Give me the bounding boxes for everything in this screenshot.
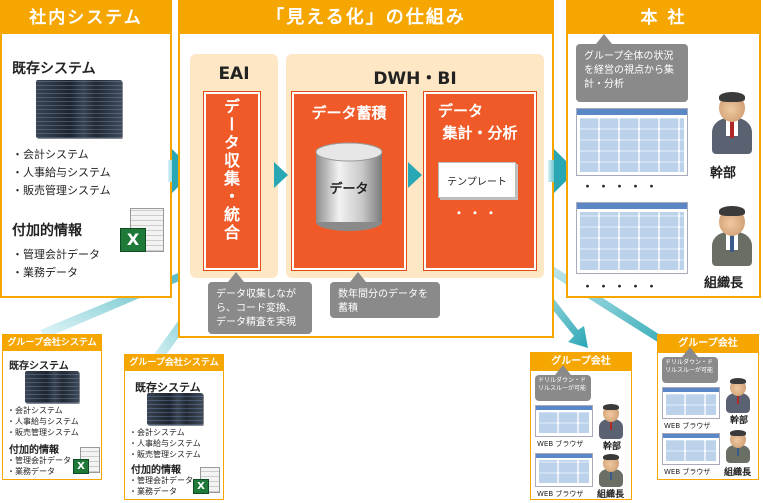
- server-icon: [36, 80, 122, 138]
- monitor-icon: [662, 433, 720, 465]
- mechanism-header: 「見える化」の仕組み: [180, 2, 552, 34]
- hq-dots-top: ・・・・・: [582, 178, 662, 194]
- excel-icon: X: [193, 467, 221, 497]
- list-item: 会計システム: [12, 146, 111, 164]
- monitor-icon: [535, 453, 593, 487]
- list-item: 会計システム: [7, 405, 79, 416]
- person-icon: [722, 427, 754, 463]
- browser-label: WEB ブラウザ: [537, 439, 583, 449]
- group-company-panel-2: グループ会社 ドリルダウン・ドリルスルーが可能 WEB ブラウザ WEB ブラウ…: [657, 334, 759, 480]
- group-company-header: グループ会社: [531, 353, 631, 371]
- list-item: 管理会計データ: [12, 246, 100, 264]
- list-item: 管理会計データ: [129, 475, 193, 486]
- drilldown-note: ドリルダウン・ドリルスルーが可能: [662, 357, 718, 383]
- monitor-icon: [535, 405, 593, 437]
- legacy-system-list: 会計システム 人事給与システム 販売管理システム: [129, 427, 201, 460]
- person-icon: [595, 401, 627, 441]
- legacy-system-list: 会計システム 人事給与システム 販売管理システム: [7, 405, 79, 438]
- data-store-label: データ蓄積: [292, 102, 406, 123]
- person-icon: [706, 88, 756, 158]
- list-item: 管理会計データ: [7, 455, 71, 466]
- internal-system-panel: 社内システム 既存システム 会計システム 人事給与システム 販売管理システム 付…: [0, 0, 172, 298]
- internal-system-header: 社内システム: [2, 2, 170, 34]
- person-icon: [595, 451, 627, 487]
- browser-label: WEB ブラウザ: [537, 489, 583, 499]
- additional-info-list: 管理会計データ 業務データ: [7, 455, 71, 477]
- list-item: 業務データ: [12, 264, 100, 282]
- monitor-icon: [576, 108, 688, 176]
- arrow-icon: [274, 162, 288, 188]
- additional-info-list: 管理会計データ 業務データ: [12, 246, 100, 282]
- browser-label: WEB ブラウザ: [664, 421, 710, 431]
- database-label: データ: [314, 178, 384, 197]
- legacy-system-title: 既存システム: [12, 58, 96, 78]
- hq-header: 本 社: [568, 2, 759, 34]
- list-item: 人事給与システム: [12, 164, 111, 182]
- managers-label: 組織長: [704, 272, 743, 291]
- additional-info-title: 付加的情報: [131, 461, 181, 476]
- group-company-panel-1: グループ会社 ドリルダウン・ドリルスルーが可能 WEB ブラウザ WEB ブラウ…: [530, 352, 632, 500]
- additional-info-title: 付加的情報: [12, 220, 82, 240]
- managers-label: 組織長: [597, 487, 624, 500]
- list-item: 業務データ: [129, 486, 193, 497]
- template-label: テンプレート: [438, 173, 516, 188]
- arrow-icon: [408, 162, 422, 188]
- analysis-label-2: 集計・分析: [424, 122, 536, 143]
- monitor-icon: [576, 202, 688, 274]
- eai-title: EAI: [190, 64, 278, 84]
- mechanism-panel: 「見える化」の仕組み EAI データ収集・統合 DWH・BI データ蓄積 データ…: [178, 0, 554, 338]
- executives-label: 幹部: [730, 413, 748, 426]
- legacy-system-list: 会計システム 人事給与システム 販売管理システム: [12, 146, 111, 200]
- list-item: 業務データ: [7, 466, 71, 477]
- list-item: 人事給与システム: [7, 416, 79, 427]
- list-item: 人事給与システム: [129, 438, 201, 449]
- group-system-panel-2: グループ会社システム 既存システム 会計システム 人事給与システム 販売管理シス…: [124, 354, 224, 500]
- server-icon: [25, 371, 79, 403]
- person-icon: [722, 375, 754, 415]
- excel-icon: X: [73, 447, 101, 477]
- group-company-header: グループ会社: [658, 335, 758, 353]
- hq-dots-bottom: ・・・・・: [582, 278, 662, 294]
- list-item: 販売管理システム: [129, 449, 201, 460]
- hq-note: グループ全体の状況を経営の視点から集計・分析: [576, 44, 688, 102]
- additional-info-list: 管理会計データ 業務データ: [129, 475, 193, 497]
- additional-info-title: 付加的情報: [9, 441, 59, 456]
- group-system-panel-1: グループ会社システム 既存システム 会計システム 人事給与システム 販売管理シス…: [2, 334, 102, 480]
- hq-panel: 本 社 グループ全体の状況を経営の視点から集計・分析 ・・・・・ ・・・・・ 幹…: [566, 0, 761, 298]
- excel-icon: X: [120, 208, 166, 260]
- list-item: 販売管理システム: [7, 427, 79, 438]
- person-icon: [706, 202, 756, 268]
- managers-label: 組織長: [724, 465, 751, 478]
- group-system-header: グループ会社システム: [3, 335, 101, 351]
- executives-label: 幹部: [710, 162, 736, 181]
- eai-column-label: データ収集・統合: [218, 98, 242, 242]
- eai-callout: データ収集しながら、コード変換、データ精査を実現: [208, 282, 312, 334]
- list-item: 販売管理システム: [12, 182, 111, 200]
- monitor-icon: [662, 387, 720, 419]
- browser-label: WEB ブラウザ: [664, 467, 710, 477]
- drilldown-note: ドリルダウン・ドリルスルーが可能: [535, 375, 591, 401]
- analysis-label-1: データ: [438, 100, 483, 121]
- list-item: 会計システム: [129, 427, 201, 438]
- dwh-title: DWH・BI: [286, 64, 544, 89]
- template-dots: ・・・: [438, 204, 516, 221]
- server-icon: [147, 393, 203, 425]
- group-system-header: グループ会社システム: [125, 355, 223, 371]
- dwh-callout: 数年間分のデータを蓄積: [330, 282, 440, 318]
- legacy-system-title: 既存システム: [9, 357, 69, 372]
